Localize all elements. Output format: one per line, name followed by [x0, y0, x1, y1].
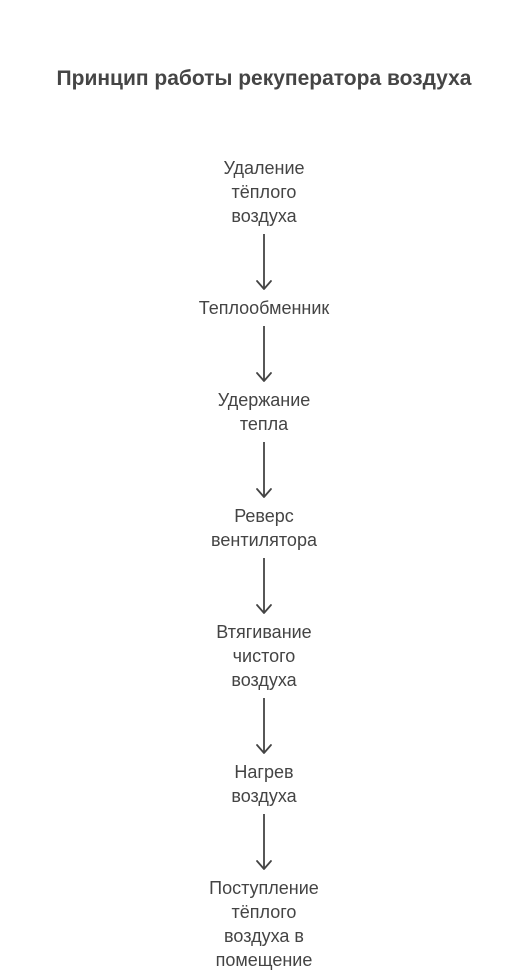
flow-arrow-1 [256, 234, 272, 290]
flow-arrow-3 [256, 442, 272, 498]
diagram-title: Принцип работы рекуператора воздуха [56, 67, 472, 90]
flow-step-line: тёплого [231, 902, 297, 922]
arrow-head [256, 280, 272, 290]
flow-step-6: Нагрев воздуха [164, 760, 364, 808]
flow-step-line: воздуха в [224, 926, 304, 946]
flow-arrow-6 [256, 814, 272, 870]
flow-step-line: вентилятора [211, 530, 317, 550]
flow-step-line: помещение [215, 950, 313, 970]
flow-step-line: Реверс [234, 506, 294, 526]
flow-step-line: тёплого [231, 182, 297, 202]
flow-step-line: тепла [239, 414, 289, 434]
arrow-head [256, 744, 272, 754]
flow-step-line: чистого [232, 646, 296, 666]
flow-arrow-5 [256, 698, 272, 754]
flow-step-line: Поступление [209, 878, 319, 898]
flow-step-line: Теплообменник [198, 298, 330, 318]
arrow-head [256, 860, 272, 870]
arrow-head [256, 604, 272, 614]
flow-step-line: воздуха [231, 786, 297, 806]
flow-arrow-4 [256, 558, 272, 614]
flow-step-4: Реверс вентилятора [164, 504, 364, 552]
flow-arrow-2 [256, 326, 272, 382]
arrow-head [256, 372, 272, 382]
flow-step-line: воздуха [231, 670, 297, 690]
flow-step-2: Теплообменник [164, 296, 364, 320]
flow-step-line: Нагрев [234, 762, 294, 782]
flow-step-line: воздуха [231, 206, 297, 226]
flow-step-5: Втягивание чистого воздуха [164, 620, 364, 692]
arrow-head [256, 488, 272, 498]
flow-step-line: Удаление [223, 158, 305, 178]
flow-step-3: Удержание тепла [164, 388, 364, 436]
flow-step-7: Поступление тёплого воздуха в помещение [164, 876, 364, 972]
flow-step-1: Удаление тёплого воздуха [164, 156, 364, 228]
flow-step-line: Удержание [217, 390, 311, 410]
flow-step-line: Втягивание [216, 622, 312, 642]
